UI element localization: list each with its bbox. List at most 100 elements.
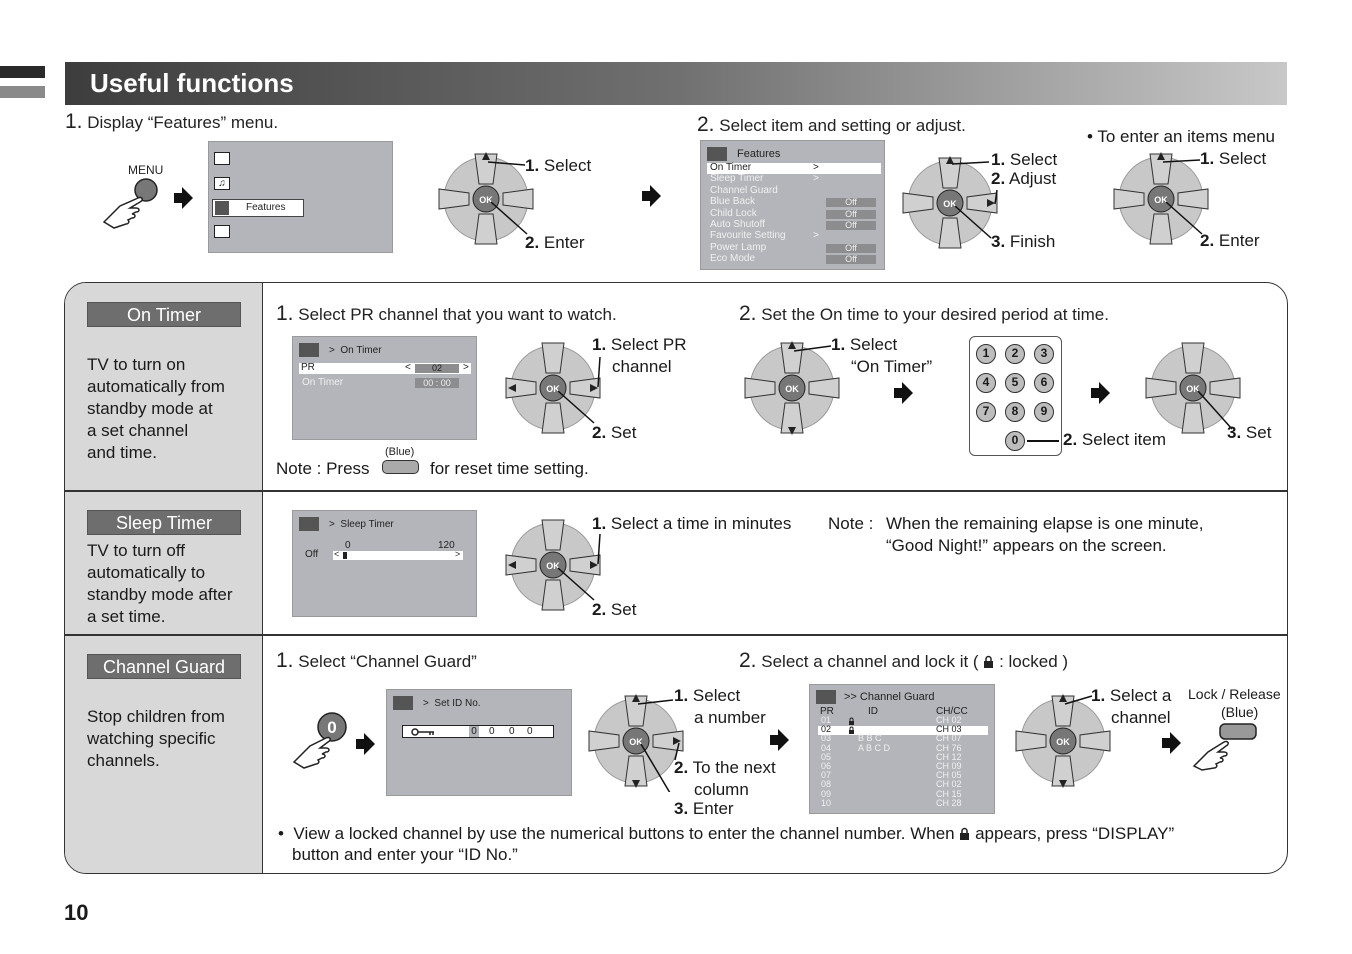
features-menu-screen: Features On Timer>Sleep Timer>Channel Gu… — [700, 140, 885, 270]
step-num: 1. — [831, 335, 846, 354]
row-divider — [65, 634, 1287, 636]
svg-text:OK: OK — [1056, 737, 1070, 747]
menu-item-value: > — [813, 173, 819, 185]
zero-key-label: 0 — [327, 718, 336, 737]
sleep-note-line1: When the remaining elapse is one minute, — [886, 514, 1204, 533]
svg-text:OK: OK — [1154, 195, 1168, 205]
id-digit: 0 — [489, 726, 495, 737]
page-number: 10 — [64, 900, 89, 925]
cg-pad1-next: 2. To the next — [674, 758, 776, 778]
label-text: Select a — [1109, 686, 1172, 705]
row-ch: CH 12 — [936, 751, 962, 762]
menu-item-label: Auto Shutoff — [710, 219, 765, 230]
features-icon — [816, 690, 836, 704]
label-text: Select — [849, 335, 898, 354]
title-text: On Timer — [340, 345, 382, 356]
step-number: 1. — [276, 649, 294, 672]
pad3-select-label: 1. Select — [1200, 149, 1266, 169]
pad2-adjust-label: 2. Adjust — [991, 169, 1056, 189]
row-ch: CH 76 — [936, 742, 962, 753]
step-num: 3. — [991, 232, 1006, 251]
slider-gt: > — [455, 549, 461, 559]
key-2: 2 — [1005, 344, 1025, 364]
row-ch: CH 07 — [936, 733, 962, 744]
dpad-1: OK — [438, 152, 534, 245]
dpad-2: OK — [902, 156, 998, 249]
menu-item: Sleep Timer> — [707, 173, 881, 185]
on-timer-step-1: 1. Select PR channel that you want to wa… — [276, 302, 617, 326]
pr-row: PR < 02 > — [299, 362, 471, 374]
key-3: 3 — [1034, 344, 1054, 364]
note-blue-label: (Blue) — [385, 446, 415, 458]
off-label: Off — [305, 549, 319, 560]
time-value: 00 : 00 — [415, 378, 459, 388]
label-text: Select item — [1081, 430, 1167, 449]
svg-text:OK: OK — [785, 384, 799, 394]
hand-press-blue-icon — [1192, 723, 1257, 771]
step-num: 1. — [525, 156, 540, 175]
row-ch: CH 03 — [936, 724, 962, 735]
dpad-3: OK — [1113, 152, 1209, 245]
desc-line: standby mode at — [87, 399, 213, 418]
menu-item-value: > — [813, 230, 819, 242]
channel-guard-step-2: 2. Select a channel and lock it ( : lock… — [739, 649, 1068, 673]
id-digit: 0 — [527, 726, 533, 737]
menu-item: Favourite Setting> — [707, 230, 881, 242]
screen-title: > On Timer — [329, 345, 382, 356]
features-icon — [215, 201, 229, 215]
row-ch: CH 15 — [936, 788, 962, 799]
step-num: 2. — [525, 233, 540, 252]
channel-guard-title: Channel Guard — [87, 654, 241, 679]
label-text: Enter — [543, 233, 585, 252]
features-icon — [707, 147, 727, 161]
step-num: 2. — [592, 423, 607, 442]
row-pr: 07 — [821, 770, 832, 781]
on-timer-description: TV to turn on automatically from standby… — [87, 354, 262, 464]
arrow-right-icon — [356, 733, 375, 755]
arrow-right-icon — [1091, 382, 1110, 404]
step-num: 2. — [674, 758, 689, 777]
step-text: : locked ) — [999, 652, 1069, 671]
music-icon: ♫ — [214, 177, 230, 190]
label-text: Set — [610, 600, 637, 619]
step-number: 2. — [697, 113, 715, 136]
lock-release-blue: (Blue) — [1221, 704, 1259, 720]
step-num: 3. — [674, 799, 689, 818]
on-timer-pad1-select2: channel — [612, 357, 672, 376]
desc-line: and time. — [87, 443, 157, 462]
step-num: 2. — [1063, 430, 1078, 449]
number-keypad: 1 2 3 4 5 6 7 8 9 0 — [969, 336, 1062, 456]
desc-line: watching specific — [87, 729, 216, 748]
row-pr: 06 — [821, 761, 832, 771]
lt: < — [405, 362, 411, 373]
hand-press-zero-icon: 0 — [292, 712, 347, 769]
step-num: 1. — [1200, 149, 1215, 168]
step-text: Select a channel and lock it ( — [761, 652, 979, 671]
row-pr: 09 — [821, 788, 832, 799]
step-number: 1. — [276, 302, 294, 325]
col-id: ID — [868, 706, 878, 717]
dpad-on-timer-2: OK — [744, 341, 840, 435]
key-5: 5 — [1005, 373, 1025, 393]
step-text: Select item and setting or adjust. — [719, 116, 966, 135]
step-text: Select PR channel that you want to watch… — [298, 305, 617, 324]
step-num: 1. — [991, 150, 1006, 169]
menu-item-value: Off — [826, 209, 876, 219]
bottom-note-line2: button and enter your “ID No.” — [292, 845, 518, 864]
features-panel: On Timer TV to turn on automatically fro… — [64, 282, 1288, 874]
row-id: B B C — [858, 733, 882, 744]
menu-item: Channel Guard — [707, 185, 881, 197]
on-timer-pad1-select: 1. Select PR — [592, 335, 687, 355]
on-timer-title: On Timer — [87, 302, 241, 327]
label-text: Set — [1245, 423, 1272, 442]
sleep-timer-title: Sleep Timer — [87, 510, 241, 535]
picture-icon — [214, 152, 230, 165]
menu-item-value: Off — [826, 243, 876, 253]
title-text: Set ID No. — [434, 698, 481, 709]
